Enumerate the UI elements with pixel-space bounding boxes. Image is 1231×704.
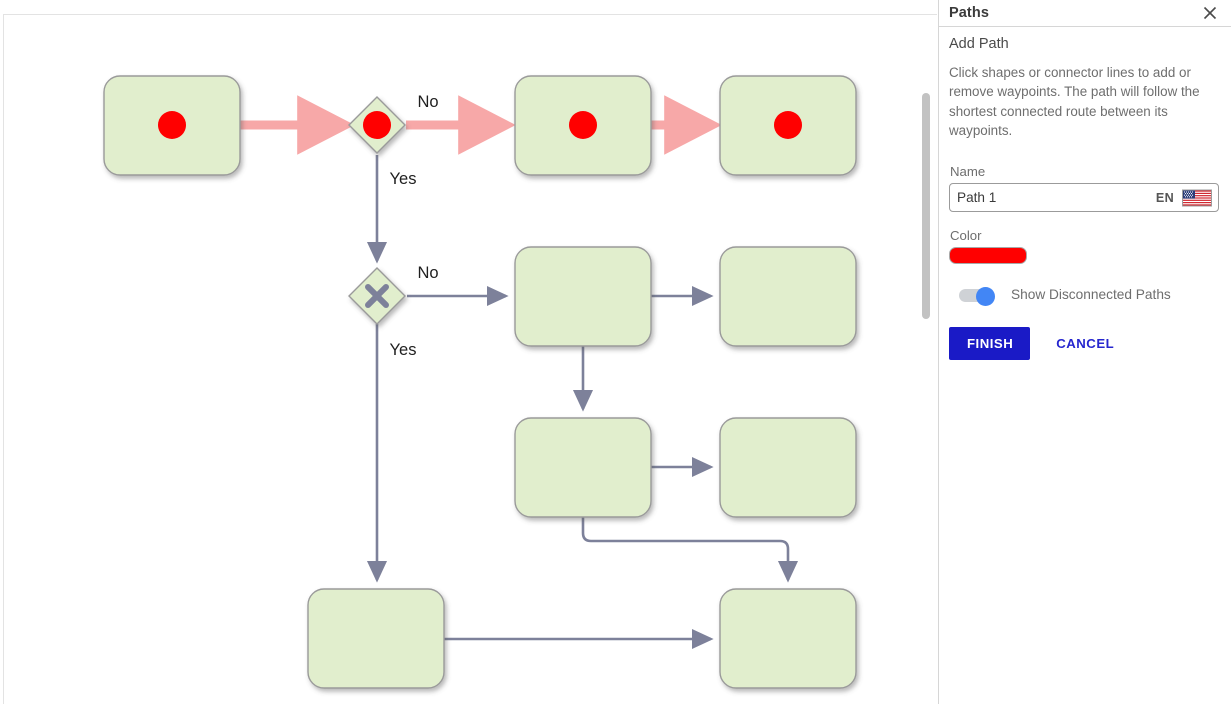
panel-actions: FINISH CANCEL	[949, 327, 1220, 361]
finish-button[interactable]: FINISH	[949, 327, 1031, 361]
node-task-2[interactable]	[514, 75, 652, 176]
language-tag: EN	[1155, 190, 1174, 205]
diagram-svg[interactable]: No Yes No Yes	[0, 0, 937, 704]
node-gateway-2[interactable]	[348, 267, 406, 325]
color-label: Color	[950, 228, 982, 244]
us-flag-icon[interactable]	[1182, 189, 1212, 207]
color-swatch[interactable]	[949, 247, 1027, 265]
node-task-8[interactable]	[307, 588, 445, 689]
waypoint-marker	[569, 111, 597, 139]
node-task-3[interactable]	[719, 75, 857, 176]
edge-label-no-1: No	[417, 93, 438, 111]
node-task-9[interactable]	[719, 588, 857, 689]
cancel-button[interactable]: CANCEL	[1052, 327, 1118, 360]
canvas-scrollbar-track[interactable]	[921, 16, 931, 702]
waypoint-marker	[158, 111, 186, 139]
help-text: Click shapes or connector lines to add o…	[949, 65, 1200, 138]
node-task-5[interactable]	[719, 246, 857, 347]
connector-layer	[366, 155, 799, 650]
add-path-heading: Add Path	[949, 36, 1009, 52]
connector-task6-task9	[581, 517, 799, 583]
canvas-left-border	[3, 14, 4, 704]
edge-label-yes-2: Yes	[390, 341, 417, 359]
waypoint-marker	[774, 111, 802, 139]
show-disconnected-paths-toggle[interactable]	[959, 287, 995, 307]
toggle-knob	[976, 287, 995, 307]
diagram-canvas[interactable]: No Yes No Yes	[0, 0, 937, 704]
show-disconnected-paths-label: Show Disconnected Paths	[1011, 287, 1171, 303]
panel-header: Paths	[939, 0, 1231, 27]
canvas-top-border	[3, 14, 937, 15]
show-disconnected-paths-row[interactable]: Show Disconnected Paths	[949, 287, 1220, 307]
edge-label-no-2: No	[417, 264, 438, 282]
node-task-1[interactable]	[103, 75, 241, 176]
node-gateway-1[interactable]	[348, 96, 406, 154]
node-task-4[interactable]	[514, 246, 652, 347]
name-label: Name	[950, 164, 986, 180]
color-section: Color	[949, 228, 1220, 265]
waypoint-marker	[363, 111, 391, 139]
canvas-scrollbar-thumb[interactable]	[922, 93, 930, 319]
edge-label-layer: No Yes No Yes	[390, 93, 439, 359]
node-task-6[interactable]	[514, 417, 652, 518]
node-task-7[interactable]	[719, 417, 857, 518]
shape-layer[interactable]	[103, 75, 857, 689]
name-input[interactable]	[950, 185, 1137, 211]
gateway-x-icon	[365, 284, 389, 308]
name-field-wrapper[interactable]: EN	[949, 183, 1219, 213]
panel-body: Add Path Click shapes or connector lines…	[939, 27, 1231, 361]
edge-label-yes-1: Yes	[390, 170, 417, 188]
paths-panel: Paths Add Path Click shapes or connector…	[938, 0, 1231, 704]
close-icon[interactable]	[1201, 4, 1219, 22]
panel-title: Paths	[949, 5, 989, 21]
